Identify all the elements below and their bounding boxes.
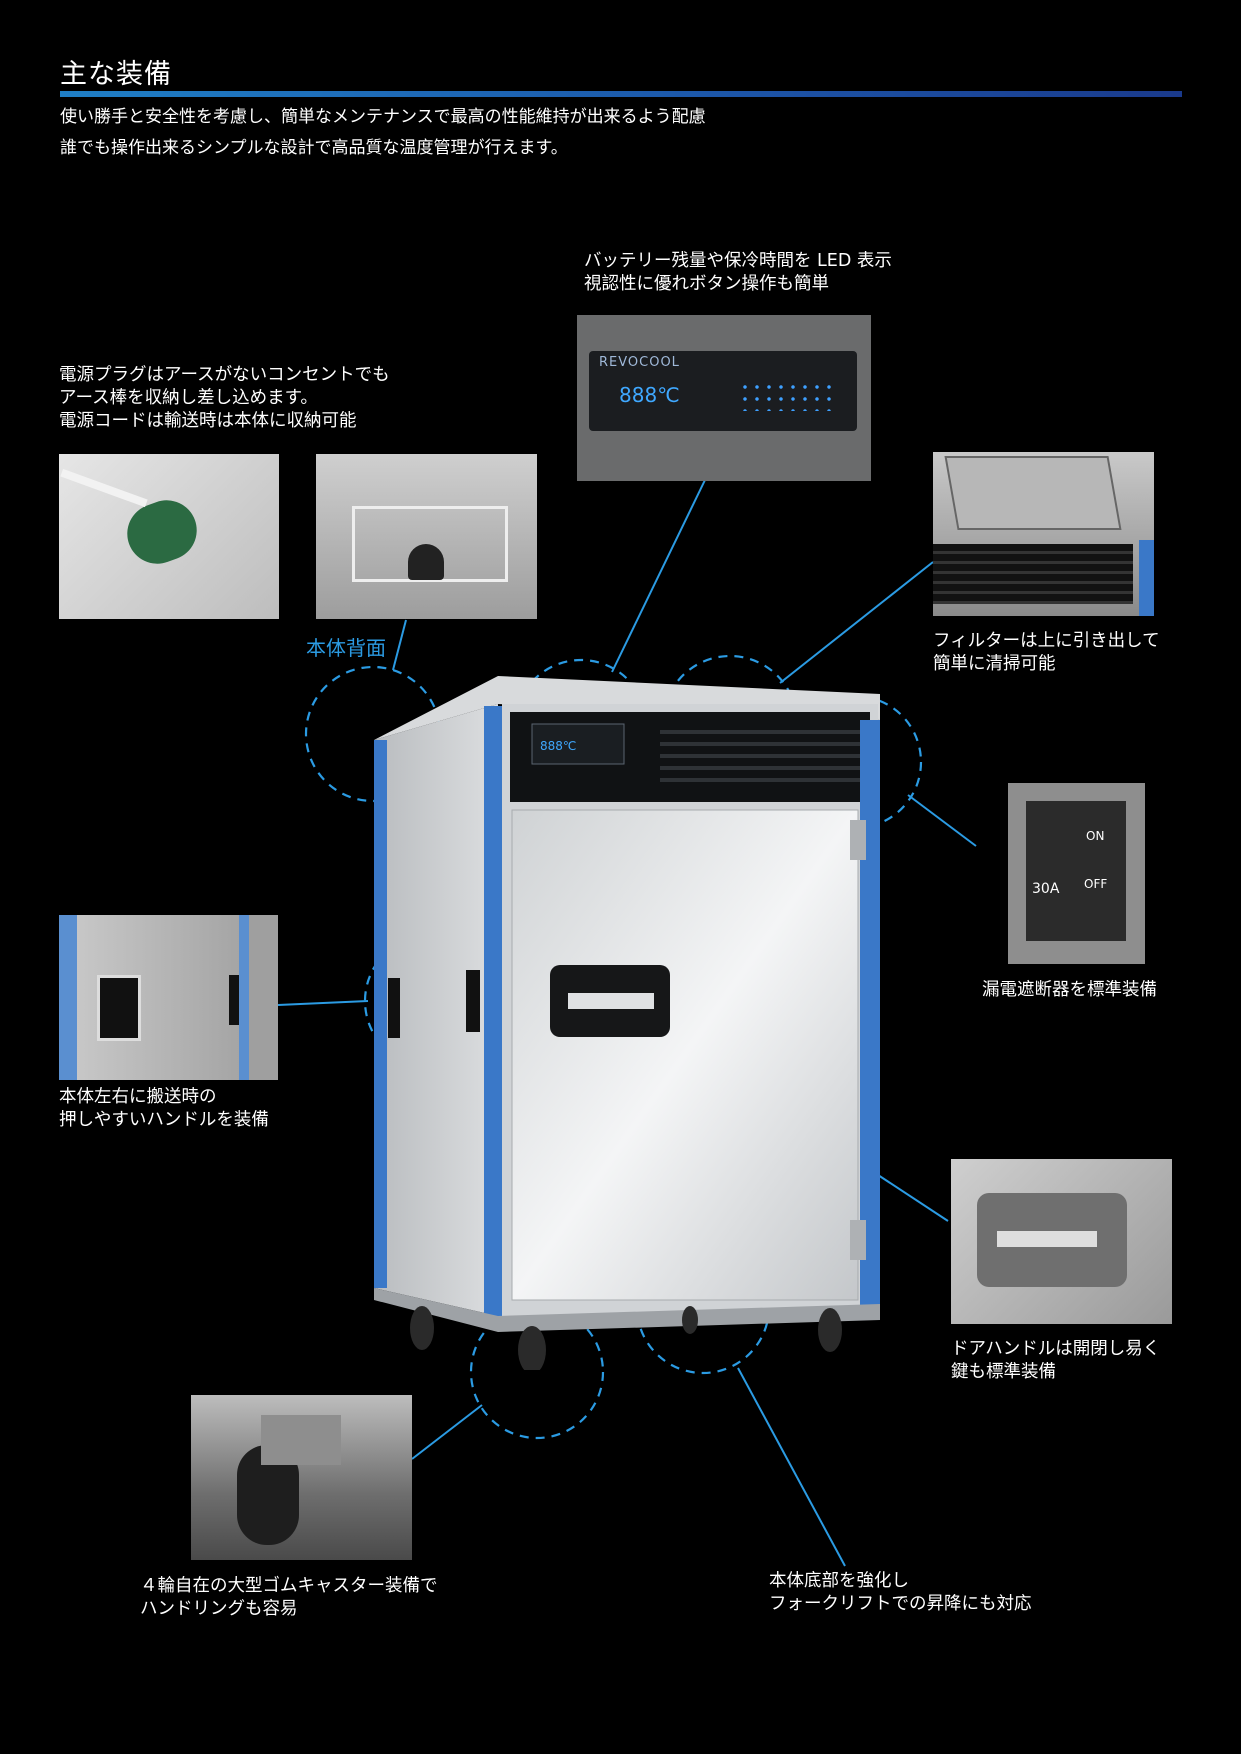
caster-bracket: [261, 1415, 341, 1465]
brand-logo: REVOCOOL: [599, 355, 680, 370]
rear-label: 本体背面: [306, 636, 386, 660]
intro-line-1: 使い勝手と安全性を考慮し、簡単なメンテナンスで最高の性能維持が出来るよう配慮: [60, 107, 706, 127]
side-handle-photo: [59, 915, 278, 1080]
side-handle-left: [97, 975, 141, 1041]
plug-head: [118, 491, 206, 573]
storage-bracket: [352, 506, 508, 582]
door-handle-photo: [951, 1159, 1172, 1324]
plug-cord: [60, 468, 148, 508]
filter-photo: [933, 452, 1154, 616]
caption-caster: ４輪自在の大型ゴムキャスター装備で ハンドリングも容易: [140, 1576, 438, 1619]
panel-faceplate: REVOCOOL 888℃: [589, 351, 857, 431]
breaker-photo: ON OFF 30A: [1008, 783, 1145, 964]
temperature-readout: 888℃: [619, 383, 680, 407]
power-plug-photo: [59, 454, 279, 619]
caption-power-plug: 電源プラグはアースがないコンセントでも アース棒を収納し差し込めます。 電源コー…: [59, 365, 390, 431]
filter-panel: [944, 456, 1122, 530]
cooling-unit-illustration: 888℃: [374, 676, 880, 1370]
caption-base: 本体底部を強化し フォークリフトでの昇降にも対応: [769, 1571, 1032, 1614]
filter-frame-edge: [1139, 540, 1154, 616]
page-title: 主な装備: [60, 59, 172, 90]
side-handle-right: [229, 975, 239, 1025]
storage-opening: [408, 544, 444, 580]
filter-vents: [933, 544, 1133, 604]
caption-door-handle: ドアハンドルは開閉し易く 鍵も標準装備: [951, 1339, 1161, 1382]
door-handle-bar: [997, 1231, 1097, 1247]
caption-breaker: 漏電遮断器を標準装備: [982, 980, 1157, 1000]
rear-storage-photo: [316, 454, 537, 619]
caption-control-panel: バッテリー残量や保冷時間を LED 表示 視認性に優れボタン操作も簡単: [584, 251, 892, 294]
svg-text:888℃: 888℃: [540, 739, 576, 753]
title-underline: [60, 91, 1182, 97]
control-panel-photo: REVOCOOL 888℃: [577, 315, 871, 481]
caption-filter: フィルターは上に引き出して 簡単に清掃可能: [933, 631, 1160, 674]
breaker-box: ON OFF 30A: [1026, 801, 1126, 941]
led-indicator-grid: [739, 381, 839, 411]
intro-line-2: 誰でも操作出来るシンプルな設計で高品質な温度管理が行えます。: [60, 138, 568, 158]
caption-side-handles: 本体左右に搬送時の 押しやすいハンドルを装備: [59, 1087, 269, 1130]
caster-photo: [191, 1395, 412, 1560]
